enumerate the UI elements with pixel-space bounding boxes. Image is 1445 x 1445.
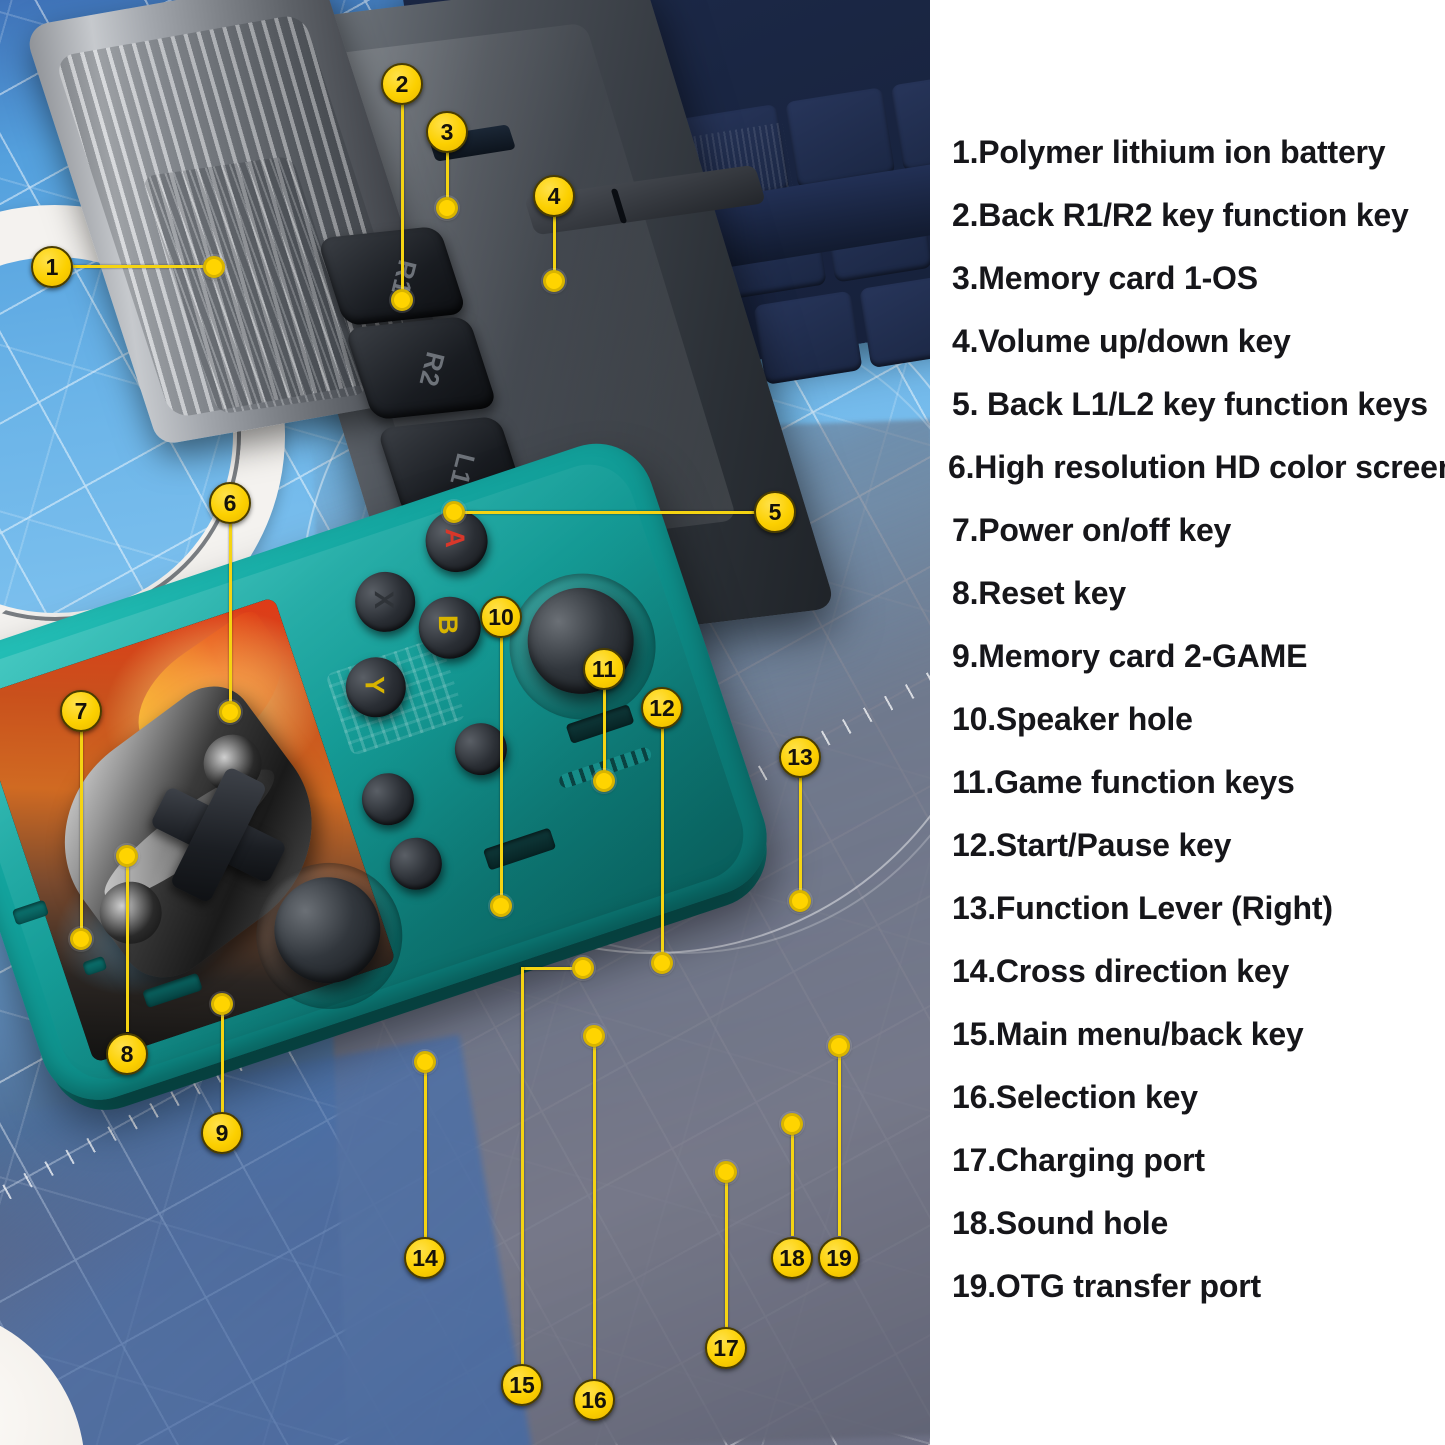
- callout-dot-11: [593, 770, 615, 792]
- callout-dot-2: [391, 289, 413, 311]
- callout-dot-17: [715, 1161, 737, 1183]
- callout-badge-11[interactable]: 11: [583, 648, 625, 690]
- callout-overlay: 1 2 3 4 5 6 7: [31, 63, 860, 1421]
- legend-item-15: 15.Main menu/back key: [952, 1016, 1304, 1052]
- callout-line-13: [799, 772, 802, 900]
- callout-line-12: [661, 722, 664, 962]
- callout-dot-15: [572, 957, 594, 979]
- callout-badge-8[interactable]: 8: [106, 1033, 148, 1075]
- legend-item-14: 14.Cross direction key: [952, 953, 1290, 989]
- legend-item-18: 18.Sound hole: [952, 1205, 1169, 1241]
- callout-dot-1: [203, 256, 225, 278]
- legend-item-8: 8.Reset key: [952, 575, 1126, 611]
- callout-line-15-vertical: [521, 967, 524, 1365]
- callout-badge-3[interactable]: 3: [426, 111, 468, 153]
- legend-item-3: 3.Memory card 1-OS: [952, 260, 1258, 296]
- callout-badge-10[interactable]: 10: [480, 596, 522, 638]
- legend-item-19: 19.OTG transfer port: [952, 1268, 1261, 1304]
- callout-badge-7[interactable]: 7: [60, 690, 102, 732]
- callout-line-16: [593, 1036, 596, 1386]
- callout-badge-6[interactable]: 6: [209, 482, 251, 524]
- product-photo: R1 R2 L1 L2 X: [0, 0, 930, 1445]
- legend-item-4: 4.Volume up/down key: [952, 323, 1291, 359]
- callout-badge-16[interactable]: 16: [573, 1379, 615, 1421]
- callout-dot-4: [543, 270, 565, 292]
- callout-line-8: [126, 856, 129, 1032]
- callout-line-4: [553, 212, 556, 280]
- callout-line-10: [500, 630, 503, 904]
- callout-line-14: [424, 1062, 427, 1248]
- callout-line-18: [791, 1124, 794, 1236]
- callout-badge-4[interactable]: 4: [533, 175, 575, 217]
- callout-line-19: [838, 1046, 841, 1236]
- callout-dot-18: [781, 1113, 803, 1135]
- callout-dot-14: [414, 1051, 436, 1073]
- legend-item-6: 6.High resolution HD color screen: [948, 449, 1445, 485]
- callout-dot-19: [828, 1035, 850, 1057]
- callout-badge-18[interactable]: 18: [771, 1237, 813, 1279]
- callout-line-5: [454, 511, 756, 514]
- callout-badge-1[interactable]: 1: [31, 246, 73, 288]
- callout-badge-15[interactable]: 15: [501, 1364, 543, 1406]
- callout-badge-14[interactable]: 14: [404, 1237, 446, 1279]
- callout-badge-17[interactable]: 17: [705, 1327, 747, 1369]
- legend-item-13: 13.Function Lever (Right): [952, 890, 1333, 926]
- callout-line-9: [221, 1004, 224, 1132]
- callout-dot-10: [490, 895, 512, 917]
- callout-dot-7: [70, 928, 92, 950]
- callout-line-1: [52, 265, 214, 268]
- callout-line-15-horizontal: [521, 967, 581, 970]
- legend-item-16: 16.Selection key: [952, 1079, 1198, 1115]
- callout-badge-5[interactable]: 5: [754, 491, 796, 533]
- callout-line-6: [229, 518, 232, 710]
- callout-dot-6: [219, 701, 241, 723]
- callout-badge-12[interactable]: 12: [641, 687, 683, 729]
- callout-badge-2[interactable]: 2: [381, 63, 423, 105]
- legend-item-2: 2.Back R1/R2 key function key: [952, 197, 1409, 233]
- callout-line-3: [446, 148, 449, 208]
- callout-dot-8: [116, 845, 138, 867]
- callout-badge-9[interactable]: 9: [201, 1112, 243, 1154]
- callout-badge-19[interactable]: 19: [818, 1237, 860, 1279]
- legend-item-10: 10.Speaker hole: [952, 701, 1193, 737]
- callout-dot-9: [211, 993, 233, 1015]
- legend-item-5: 5. Back L1/L2 key function keys: [952, 386, 1428, 422]
- legend-item-7: 7.Power on/off key: [952, 512, 1232, 548]
- callout-dot-5: [443, 501, 465, 523]
- callout-badge-13[interactable]: 13: [779, 736, 821, 778]
- feature-legend-panel: 1.Polymer lithium ion battery 2.Back R1/…: [930, 0, 1445, 1445]
- legend-item-11: 11.Game function keys: [952, 764, 1295, 800]
- callout-line-11: [603, 684, 606, 780]
- callout-dot-3: [436, 197, 458, 219]
- callout-line-17: [725, 1172, 728, 1342]
- callout-dot-13: [789, 890, 811, 912]
- callout-line-2: [401, 100, 404, 298]
- callout-dot-12: [651, 952, 673, 974]
- legend-item-9: 9.Memory card 2-GAME: [952, 638, 1308, 674]
- callout-dot-16: [583, 1025, 605, 1047]
- callout-line-7: [80, 725, 83, 937]
- legend-item-12: 12.Start/Pause key: [952, 827, 1232, 863]
- legend-item-1: 1.Polymer lithium ion battery: [952, 134, 1386, 170]
- legend-item-17: 17.Charging port: [952, 1142, 1205, 1178]
